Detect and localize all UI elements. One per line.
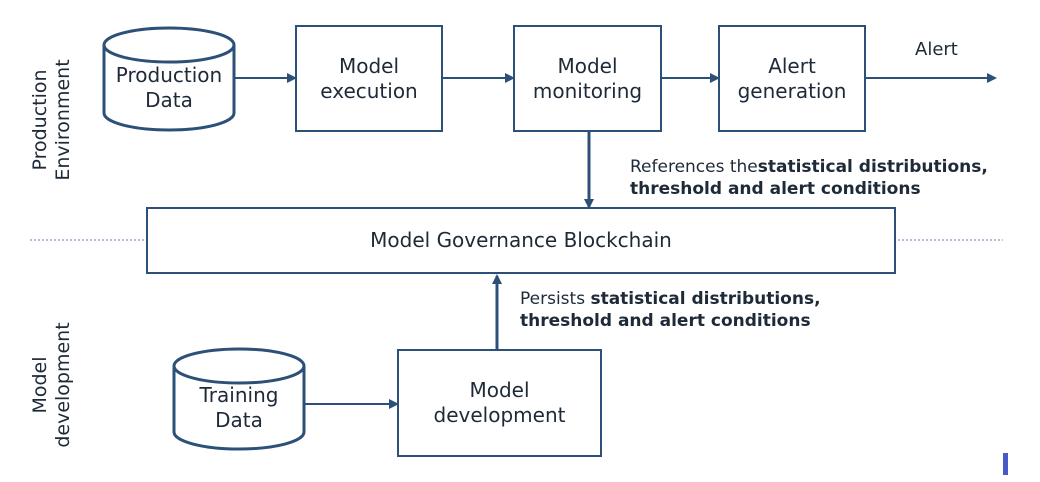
model-execution-box: Model execution [295, 25, 443, 132]
persists-bold-1: statistical distributions, [590, 289, 821, 309]
persists-bold-2: threshold and alert conditions [520, 311, 811, 331]
alert-output-label: Alert [915, 39, 958, 60]
production-data-label: Production Data [115, 62, 223, 112]
model-monitoring-box: Model monitoring [513, 25, 662, 132]
references-annotation: References thestatistical distributions,… [630, 156, 1030, 200]
accent-bar [1003, 453, 1008, 475]
training-data-label: Training Data [199, 382, 279, 432]
production-data-cylinder [102, 26, 236, 132]
references-bold-2: threshold and alert conditions [630, 179, 921, 199]
model-development-box: Model development [397, 349, 602, 457]
references-prefix: References the [630, 157, 758, 177]
model-governance-blockchain-box: Model Governance Blockchain [146, 207, 896, 274]
persists-annotation: Persists statistical distributions, thre… [520, 288, 920, 332]
training-data-cylinder [172, 347, 306, 451]
section-label-production: Production Environment [29, 59, 74, 181]
persists-prefix: Persists [520, 289, 591, 309]
references-bold-1: statistical distributions, [757, 157, 988, 177]
alert-generation-box: Alert generation [718, 25, 866, 132]
section-label-development: Model development [29, 322, 74, 448]
